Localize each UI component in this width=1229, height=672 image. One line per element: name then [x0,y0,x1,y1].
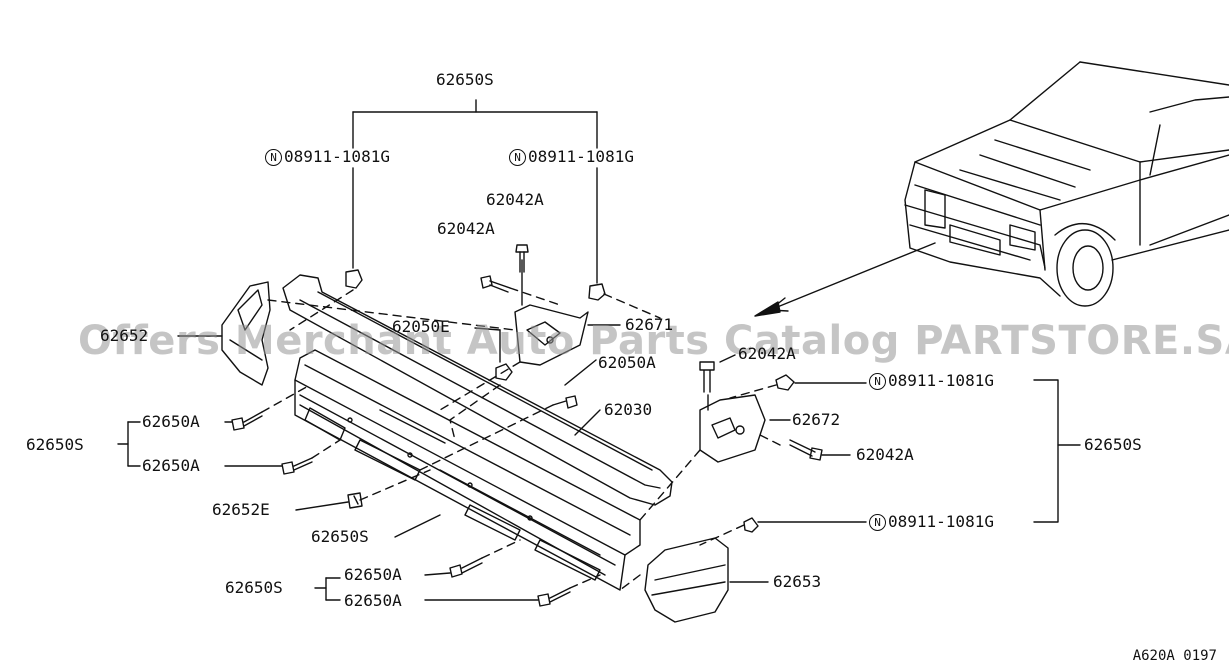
label-top-kit: 62650S [436,70,494,89]
label-bracket-left: 62671 [625,315,674,334]
nut-center-part [588,283,606,301]
clip-62652e-part [347,492,363,509]
label-clip-bottom: 62652E [212,500,270,519]
bolt-62650a-3 [449,557,483,578]
label-clip-right: 62050A [598,353,656,372]
label-bolt-a2: 62650A [142,456,200,475]
bolt-right-top [699,361,715,393]
clip-62050a [552,395,578,409]
label-bolt-a3: 62650A [344,565,402,584]
label-bolt-top: 62042A [486,190,544,209]
label-reinforcement: 62650S [311,527,369,546]
label-bolt-right-mid: 62042A [856,445,914,464]
bolt-right-mid [789,439,823,461]
right-end-cap [644,517,759,623]
leader-lines [117,327,1081,601]
label-clip-center: 62050E [392,317,450,336]
label-bolt-top2: 62042A [437,219,495,238]
label-right-end: 62653 [773,572,822,591]
watermark-text: Offers Merchant Auto Parts Catalog PARTS… [78,318,1229,364]
bracket-62671 [514,304,621,366]
n-circle-icon: N [509,149,526,166]
pointer-arrow [754,242,936,317]
bolt-62650a-1 [231,411,263,431]
kit-bracket-top [352,99,598,284]
bolt-62650a-2 [281,457,313,475]
label-kit-left-mid: 62650S [26,435,84,454]
bracket-62672 [699,394,766,463]
bolt-62650a-4 [537,587,571,607]
label-bumper-face: 62030 [604,400,653,419]
label-kit-left-bottom: 62650S [225,578,283,597]
label-bolt-a4: 62650A [344,591,402,610]
bumper-face [294,349,641,591]
nut-right-top-part [775,374,795,391]
vehicle-sketch [904,61,1229,307]
left-end-cap [177,281,271,386]
nut-left-part [345,269,363,289]
label-bolt-right-top: 62042A [738,344,796,363]
label-bolt-a1: 62650A [142,412,200,431]
label-bracket-right: 62672 [792,410,841,429]
assembly-lines [261,287,781,591]
bolts-top [480,244,529,306]
n-circle-icon: N [869,514,886,531]
n-circle-icon: N [869,373,886,390]
label-left-end: 62652 [100,326,149,345]
label-kit-right: 62650S [1084,435,1142,454]
reference-code: A620A 0197 [1132,648,1217,664]
n-circle-icon: N [265,149,282,166]
